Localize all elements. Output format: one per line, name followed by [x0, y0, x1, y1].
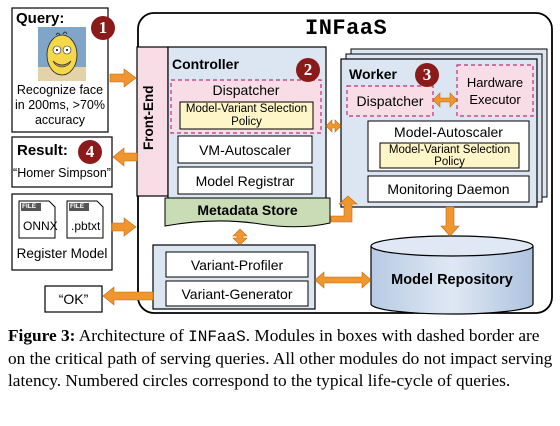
vm-autoscaler-label: VM-Autoscaler: [199, 141, 291, 158]
controller-policy-box: [179, 101, 314, 130]
caption-system: INFaaS: [188, 328, 246, 346]
arrow-variant-ok: [102, 286, 154, 306]
monitoring-daemon-label: Monitoring Daemon: [387, 181, 510, 197]
query-text: Recognize face in 200ms, >70% accuracy: [15, 83, 105, 127]
homer-image: [38, 27, 86, 81]
variant-profiler-label: Variant-Profiler: [190, 256, 284, 273]
variant-generator-box: [165, 280, 309, 307]
front-end-box: [136, 46, 169, 197]
arrow-query-frontend: [109, 68, 137, 88]
arrow-dispatcher-executor: [432, 92, 458, 108]
onnx-file-icon: [18, 200, 56, 239]
infaas-title: INFaaS: [305, 16, 388, 41]
arrow-register-frontend: [111, 217, 137, 237]
pbtxt-label: .pbtxt: [71, 219, 101, 233]
hardware-executor-label: Hardware Executor: [466, 74, 524, 107]
arrow-frontend-result: [112, 147, 138, 167]
caption-label: Figure 3:: [8, 326, 76, 345]
worker-dispatcher-label: Dispatcher: [356, 93, 424, 109]
file-icon-label-2: FILE: [70, 203, 85, 210]
metadata-store-shape: [164, 197, 331, 228]
caption-text-a: Architecture of: [75, 326, 189, 345]
step-circle-3: 3: [415, 63, 439, 87]
result-label: Result:: [17, 142, 68, 159]
monitoring-daemon-box: [367, 175, 530, 203]
step-circle-2: 2: [296, 58, 320, 82]
arrow-metadata-variant: [232, 228, 248, 246]
metadata-store-label: Metadata Store: [197, 202, 298, 218]
model-registrar-label: Model Registrar: [195, 172, 295, 189]
model-registrar-box: [177, 166, 313, 195]
hardware-executor-box: [456, 64, 534, 117]
figure-caption: Figure 3: Architecture of INFaaS. Module…: [8, 325, 553, 392]
controller-title: Controller: [172, 56, 239, 72]
result-text: “Homer Simpson”: [13, 166, 111, 180]
controller-dispatcher-label: Dispatcher: [212, 82, 280, 98]
architecture-diagram: [11, 7, 553, 315]
variant-generator-label: Variant-Generator: [181, 285, 293, 302]
vm-autoscaler-box: [177, 135, 313, 164]
query-label: Query:: [16, 10, 65, 27]
arrow-worker-repository: [440, 206, 460, 237]
ok-box: [44, 285, 103, 313]
arrows: [102, 68, 460, 306]
arrow-variant-repository: [314, 271, 372, 289]
variant-profiler-box: [165, 251, 309, 278]
ok-text: “OK”: [58, 291, 89, 307]
controller-policy-label: Model-Variant Selection Policy: [185, 102, 308, 128]
register-label: Register Model: [16, 246, 108, 261]
pbtxt-file-icon: [66, 200, 104, 239]
worker-policy-box: [379, 142, 520, 169]
caption-text-b: . Modules in boxes with dashed border ar…: [8, 326, 553, 390]
worker-policy-label: Model-Variant Selection Policy: [388, 143, 511, 168]
onnx-label: ONNX: [23, 219, 58, 233]
model-repository-cylinder: [370, 235, 534, 315]
arrow-controller-worker: [325, 119, 342, 133]
worker-title: Worker: [349, 66, 397, 82]
step-circle-4: 4: [78, 140, 102, 164]
worker-dispatcher-box: [346, 85, 434, 117]
file-icon-label-1: FILE: [22, 203, 37, 210]
arrow-metadata-worker: [330, 195, 358, 223]
model-repository-label: Model Repository: [391, 272, 513, 288]
step-circle-1: 1: [91, 16, 115, 40]
front-end-label: Front-End: [141, 85, 156, 150]
model-autoscaler-label: Model-Autoscaler: [394, 124, 503, 140]
